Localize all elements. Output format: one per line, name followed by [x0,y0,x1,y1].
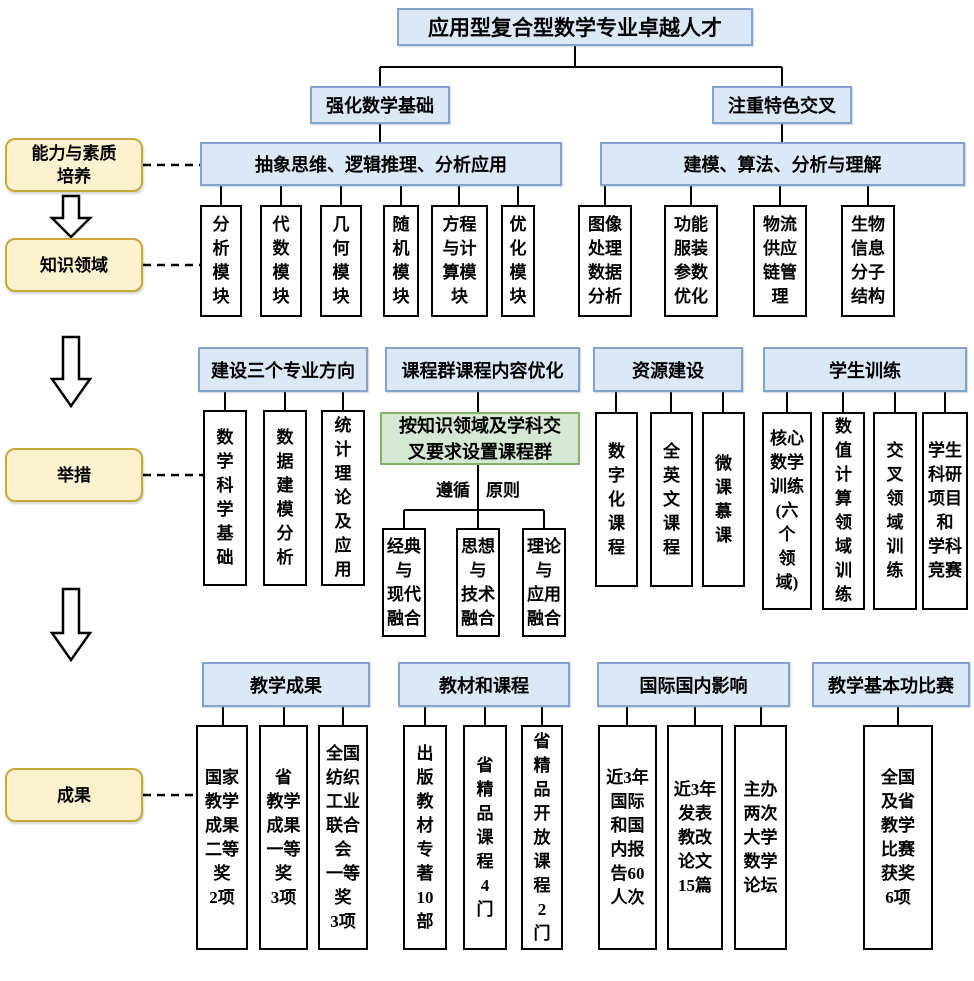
label-knowledge-domain: 知识领域 [5,238,143,292]
header-materials-courses: 教材和课程 [398,662,570,707]
label-results: 成果 [5,768,143,822]
result-national-award: 国家 教学 成果 二等 奖 2项 [196,725,248,950]
principle-thought-technology: 思想 与 技术 融合 [456,528,500,637]
label-measures: 举措 [5,448,143,502]
module-analysis: 分 析 模 块 [200,205,242,317]
direction-data-modeling: 数 据 建 模 分 析 [263,410,307,586]
training-numerical-computation: 数 值 计 算 领 域 训 练 [822,412,865,610]
tree-connector-lines [220,46,946,725]
bar-abstract-logic-analysis: 抽象思维、逻辑推理、分析应用 [200,142,562,186]
down-arrow-icon [49,587,93,663]
principle-caption-right: 原则 [486,481,520,500]
node-root-title: 应用型复合型数学专业卓越人才 [397,8,753,46]
header-resource-building: 资源建设 [593,347,743,392]
result-published-textbooks: 出 版 教 材 专 著 10 部 [403,725,447,950]
header-teaching-skill-competition: 教学基本功比赛 [812,662,970,707]
module-logistics-supply-chain: 物流 供应 链管 理 [753,205,807,317]
bar-modeling-algorithm: 建模、算法、分析与理解 [600,142,965,186]
principle-classic-modern: 经典 与 现代 融合 [382,528,426,637]
module-equation-computation: 方程 与计 算模 块 [431,205,488,317]
principle-caption: 遵循 原则 [408,476,548,501]
principle-caption-left: 遵循 [436,481,470,500]
header-three-directions: 建设三个专业方向 [198,347,368,392]
result-quality-courses: 省 精 品 课 程 4 门 [463,725,507,950]
header-teaching-results: 教学成果 [202,662,370,707]
principle-theory-application: 理论 与 应用 融合 [522,528,566,637]
header-student-training: 学生训练 [763,347,967,392]
result-competition-awards: 全国 及省 教学 比赛 获奖 6项 [863,725,933,950]
module-stochastic: 随 机 模 块 [383,205,419,317]
header-international-influence: 国际国内影响 [597,662,790,707]
resource-micro-mooc: 微 课 慕 课 [702,412,745,587]
module-algebra: 代 数 模 块 [260,205,302,317]
down-arrow-icon [49,335,93,409]
module-optimization: 优 化 模 块 [501,205,535,317]
node-feature-cross: 注重特色交叉 [712,86,852,124]
direction-math-science: 数 学 科 学 基 础 [203,410,247,586]
result-textile-federation-award: 全国 纺织 工业 联合 会 一等 奖 3项 [318,725,368,950]
result-forums: 主办 两次 大学 数学 论坛 [734,725,787,950]
result-open-courses: 省 精 品 开 放 课 程 2 门 [521,725,563,950]
result-reports: 近3年 国际 和国 内报 告60 人次 [598,725,657,950]
training-cross-field: 交 叉 领 域 训 练 [873,412,917,610]
dashed-connector-lines [143,163,203,797]
module-functional-clothing: 功能 服装 参数 优化 [664,205,718,317]
training-research-competition: 学生 科研 项目 和 学科 竞赛 [922,412,968,610]
note-curriculum-group: 按知识领域及学科交 叉要求设置课程群 [380,412,580,465]
resource-english-courses: 全 英 文 课 程 [650,412,693,587]
node-strengthen-math: 强化数学基础 [310,86,450,124]
direction-statistics: 统 计 理 论 及 应 用 [321,410,365,586]
down-arrow-icon [48,194,94,239]
label-ability-quality: 能力与素质 培养 [5,138,143,192]
result-papers: 近3年 发表 教改 论文 15篇 [667,725,723,950]
resource-digital-courses: 数 字 化 课 程 [595,412,638,587]
module-geometry: 几 何 模 块 [320,205,362,317]
training-core-math: 核心 数学 训练 (六 个 领 域) [762,412,812,610]
module-bioinformatics: 生物 信息 分子 结构 [841,205,895,317]
module-image-processing: 图像 处理 数据 分析 [578,205,632,317]
header-curriculum-optimization: 课程群课程内容优化 [385,347,580,392]
result-provincial-award: 省 教学 成果 一等 奖 3项 [259,725,308,950]
